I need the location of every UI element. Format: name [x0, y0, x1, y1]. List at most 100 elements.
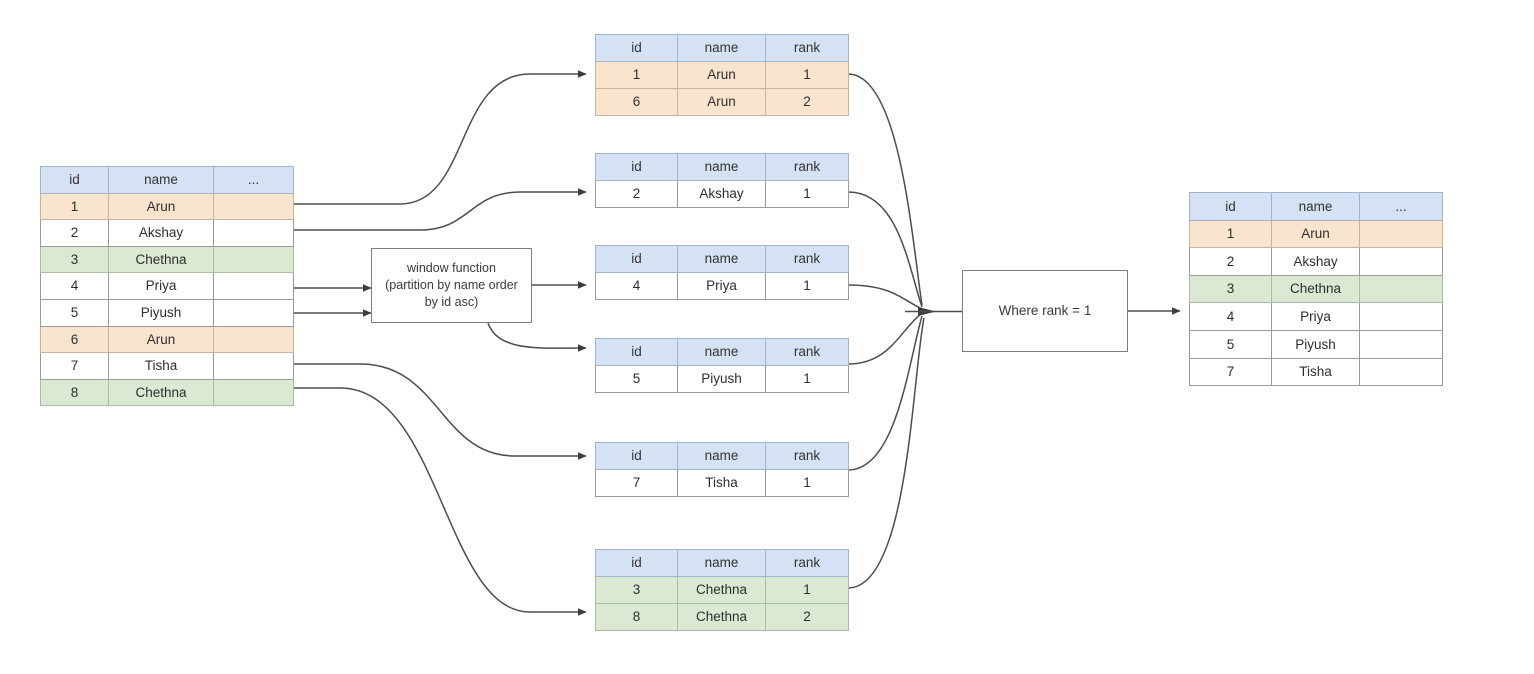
- table-header-row: id name ...: [1189, 192, 1443, 221]
- cell-id: 8: [595, 603, 678, 631]
- table-header-row: id name rank: [595, 34, 849, 62]
- cell-rank: 1: [765, 180, 849, 208]
- cell-id: 7: [595, 469, 678, 497]
- table-row: 1 Arun: [40, 192, 294, 221]
- fanin-edges: [847, 73, 925, 589]
- column-header-id: id: [595, 245, 678, 273]
- cell-extra: [213, 352, 294, 380]
- column-header-id: id: [595, 34, 678, 62]
- cell-extra: [1359, 274, 1443, 304]
- cell-id: 5: [595, 365, 678, 393]
- column-header-rank: rank: [765, 245, 849, 273]
- table-row: 1 Arun: [1189, 219, 1443, 249]
- cell-name: Arun: [677, 88, 766, 116]
- cell-name: Tisha: [677, 469, 766, 497]
- cell-id: 3: [40, 245, 109, 274]
- table-row: 4 Priya: [1189, 302, 1443, 331]
- result-table: id name ... 1 Arun 2 Akshay 3 Chethna 4: [1189, 192, 1443, 387]
- table-row: 5 Piyush: [40, 298, 294, 327]
- fanout-edges: [293, 70, 587, 616]
- cell-extra: [1359, 247, 1443, 276]
- cell-extra: [1359, 302, 1443, 331]
- table-row: 8 Chethna 2: [595, 603, 849, 631]
- table-row: 8 Chethna: [40, 378, 294, 407]
- cell-id: 2: [1189, 247, 1272, 276]
- cell-id: 8: [40, 378, 109, 407]
- cell-extra: [213, 272, 294, 300]
- column-header-id: id: [40, 166, 109, 194]
- cell-extra: [213, 378, 294, 407]
- window-function-line-1: window function: [407, 261, 496, 276]
- cell-extra: [213, 325, 294, 354]
- cell-id: 7: [40, 352, 109, 380]
- cell-id: 1: [595, 61, 678, 89]
- cell-name: Akshay: [1271, 247, 1360, 276]
- source-table: id name ... 1 Arun 2 Akshay 3 Chethna 4: [40, 166, 294, 407]
- cell-id: 5: [1189, 329, 1272, 359]
- cell-id: 4: [595, 272, 678, 300]
- cell-extra: [1359, 219, 1443, 249]
- cell-extra: [1359, 357, 1443, 387]
- cell-name: Akshay: [108, 219, 214, 247]
- cell-name: Arun: [108, 325, 214, 354]
- column-header-id: id: [595, 549, 678, 577]
- column-header-rank: rank: [765, 442, 849, 470]
- cell-rank: 1: [765, 576, 849, 604]
- column-header-name: name: [677, 153, 766, 181]
- cell-name: Arun: [108, 192, 214, 221]
- cell-rank: 1: [765, 365, 849, 393]
- column-header-name: name: [108, 166, 214, 194]
- cell-id: 5: [40, 298, 109, 327]
- cell-id: 6: [595, 88, 678, 116]
- cell-rank: 1: [765, 61, 849, 89]
- column-header-id: id: [595, 338, 678, 366]
- cell-id: 2: [595, 180, 678, 208]
- table-header-row: id name rank: [595, 338, 849, 366]
- cell-id: 1: [1189, 219, 1272, 249]
- cell-extra: [213, 192, 294, 221]
- table-row: 3 Chethna: [1189, 274, 1443, 304]
- partition-table-priya: id name rank 4 Priya 1: [595, 245, 849, 300]
- window-function-line-3: by id asc): [424, 294, 479, 309]
- cell-name: Arun: [1271, 219, 1360, 249]
- table-header-row: id name rank: [595, 153, 849, 181]
- column-header-rank: rank: [765, 34, 849, 62]
- cell-name: Priya: [677, 272, 766, 300]
- cell-id: 3: [595, 576, 678, 604]
- column-header-name: name: [1271, 192, 1360, 221]
- cell-id: 7: [1189, 357, 1272, 387]
- cell-name: Piyush: [677, 365, 766, 393]
- column-header-rank: rank: [765, 338, 849, 366]
- column-header-name: name: [677, 442, 766, 470]
- table-row: 5 Piyush 1: [595, 365, 849, 393]
- partition-table-arun: id name rank 1 Arun 1 6 Arun 2: [595, 34, 849, 116]
- table-row: 2 Akshay: [40, 219, 294, 247]
- column-header-rank: rank: [765, 153, 849, 181]
- cell-name: Chethna: [108, 378, 214, 407]
- table-row: 5 Piyush: [1189, 329, 1443, 359]
- cell-id: 1: [40, 192, 109, 221]
- column-header-name: name: [677, 338, 766, 366]
- cell-rank: 2: [765, 603, 849, 631]
- cell-name: Priya: [108, 272, 214, 300]
- cell-extra: [213, 219, 294, 247]
- cell-extra: [213, 245, 294, 274]
- table-row: 4 Priya: [40, 272, 294, 300]
- cell-name: Tisha: [1271, 357, 1360, 387]
- table-row: 7 Tisha: [1189, 357, 1443, 387]
- fanin-arrowhead: [905, 307, 962, 316]
- cell-id: 6: [40, 325, 109, 354]
- column-header-id: id: [595, 442, 678, 470]
- window-function-box: window function (partition by name order…: [371, 248, 532, 323]
- cell-name: Piyush: [1271, 329, 1360, 359]
- cell-id: 2: [40, 219, 109, 247]
- window-function-line-2: (partition by name order: [385, 278, 518, 293]
- cell-name: Chethna: [1271, 274, 1360, 304]
- table-row: 6 Arun 2: [595, 88, 849, 116]
- cell-name: Chethna: [677, 576, 766, 604]
- table-row: 6 Arun: [40, 325, 294, 354]
- table-row: 7 Tisha 1: [595, 469, 849, 497]
- cell-name: Chethna: [677, 603, 766, 631]
- table-header-row: id name rank: [595, 549, 849, 577]
